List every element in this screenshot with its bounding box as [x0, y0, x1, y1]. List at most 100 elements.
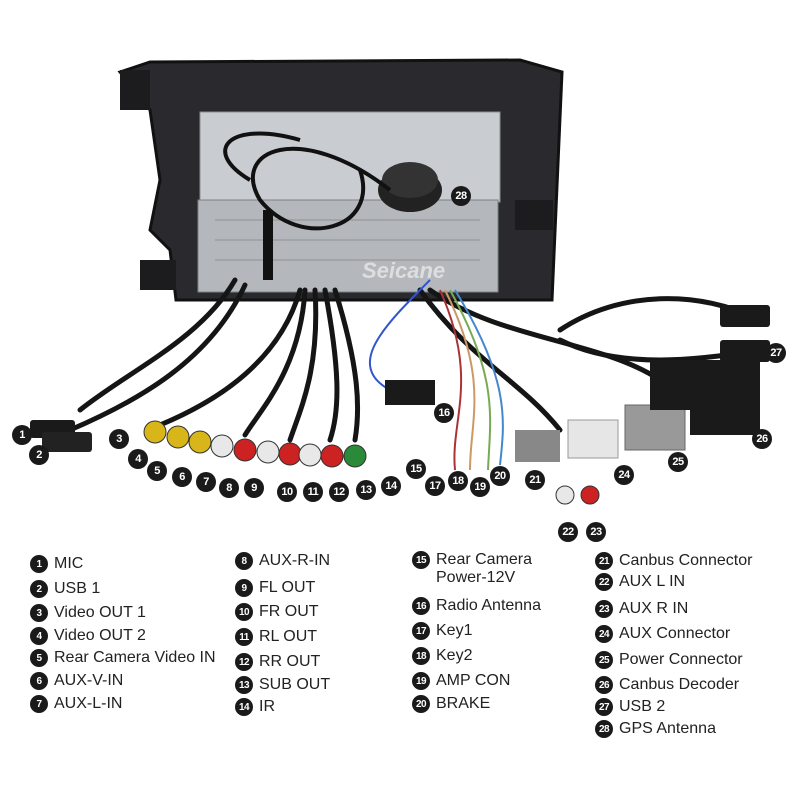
- callout-badge: 22: [558, 522, 578, 542]
- brand-watermark: Seicane: [362, 258, 446, 283]
- legend-number: 1: [30, 555, 48, 573]
- legend-item: 7 AUX-L-IN: [30, 694, 122, 714]
- callout-badge: 11: [303, 482, 323, 502]
- legend-label: GPS Antenna: [619, 720, 716, 737]
- callout-badge: 4: [128, 449, 148, 469]
- legend-label: USB 2: [619, 698, 666, 715]
- legend-number: 2: [30, 580, 48, 598]
- legend-number: 15: [412, 551, 430, 569]
- power-connector: [624, 404, 686, 451]
- legend-label: Video OUT 2: [54, 627, 146, 644]
- legend-label: AUX L IN: [619, 573, 686, 590]
- usb-plug-4: [720, 340, 770, 362]
- rca-plugs: [143, 420, 600, 505]
- legend-item: 1 MIC: [30, 554, 83, 574]
- legend-number: 4: [30, 627, 48, 645]
- callout-badge: 18: [448, 471, 468, 491]
- callout-badge: 13: [356, 480, 376, 500]
- legend-label: AUX Connector: [619, 625, 731, 642]
- callout-badge: 19: [470, 477, 490, 497]
- callout-badge: 5: [147, 461, 167, 481]
- legend-label: AMP CON: [436, 672, 511, 689]
- callout-badge: 8: [219, 478, 239, 498]
- legend-number: 7: [30, 695, 48, 713]
- callout-badge: 6: [172, 467, 192, 487]
- legend-label: AUX-R-IN: [259, 552, 331, 569]
- legend-label: Key1: [436, 622, 473, 639]
- callout-badge: 28: [451, 186, 471, 206]
- legend-item: 11 RL OUT: [235, 627, 317, 647]
- legend-item: 4 Video OUT 2: [30, 626, 146, 646]
- legend-number: 25: [595, 651, 613, 669]
- callout-badge: 12: [329, 482, 349, 502]
- legend-number: 8: [235, 552, 253, 570]
- callout-badge: 26: [752, 429, 772, 449]
- canbus-connector: [515, 430, 560, 462]
- legend-label: AUX R IN: [619, 600, 689, 617]
- legend-number: 24: [595, 625, 613, 643]
- callout-badge: 25: [668, 452, 688, 472]
- legend-number: 16: [412, 597, 430, 615]
- mount-tab-left-bottom: [140, 260, 176, 290]
- legend-item: 2 USB 1: [30, 579, 100, 599]
- metal-chassis-rear: [197, 199, 499, 293]
- legend-label: RL OUT: [259, 628, 318, 645]
- aux-connector: [567, 419, 619, 459]
- legend-number: 3: [30, 604, 48, 622]
- legend-item: 24 AUX Connector: [595, 624, 730, 644]
- legend-number: 17: [412, 622, 430, 640]
- legend-number: 5: [30, 649, 48, 667]
- legend-number: 13: [235, 676, 253, 694]
- mount-tab-left-top: [120, 70, 150, 110]
- metal-chassis: [199, 111, 501, 203]
- legend-number: 20: [412, 695, 430, 713]
- legend-number: 22: [595, 573, 613, 591]
- legend-item: 22 AUX L IN: [595, 572, 685, 592]
- legend-label: FL OUT: [259, 579, 316, 596]
- legend-label: Rear Camera Power-12V: [436, 551, 533, 586]
- legend-item: 16 Radio Antenna: [412, 596, 541, 616]
- legend-number: 10: [235, 603, 253, 621]
- legend-label: Canbus Connector: [619, 552, 753, 569]
- radio-antenna-plug: [385, 380, 435, 405]
- legend-label: FR OUT: [259, 603, 319, 620]
- legend-number: 9: [235, 579, 253, 597]
- legend-label: AUX-V-IN: [54, 672, 124, 689]
- legend-label: MIC: [54, 555, 84, 572]
- legend-label: Radio Antenna: [436, 597, 541, 614]
- callout-badge: 20: [490, 466, 510, 486]
- legend-label: USB 1: [54, 580, 101, 597]
- callout-badge: 9: [244, 478, 264, 498]
- callout-badge: 7: [196, 472, 216, 492]
- callout-badge: 24: [614, 465, 634, 485]
- legend-number: 23: [595, 600, 613, 618]
- callout-badge: 10: [277, 482, 297, 502]
- legend-item: 10 FR OUT: [235, 602, 319, 622]
- legend-item: 8 AUX-R-IN: [235, 551, 330, 571]
- legend-label: Canbus Decoder: [619, 676, 740, 693]
- callout-badge: 23: [586, 522, 606, 542]
- legend-item: 15 Rear Camera Power-12V: [412, 551, 532, 591]
- legend-number: 11: [235, 628, 253, 646]
- callout-badge: 21: [525, 470, 545, 490]
- legend-label: Key2: [436, 647, 473, 664]
- legend-number: 12: [235, 653, 253, 671]
- legend-item: 17 Key1: [412, 621, 472, 641]
- callout-badge: 15: [406, 459, 426, 479]
- callout-badge: 2: [29, 445, 49, 465]
- legend-label: AUX-L-IN: [54, 695, 123, 712]
- product-photo: [30, 58, 770, 505]
